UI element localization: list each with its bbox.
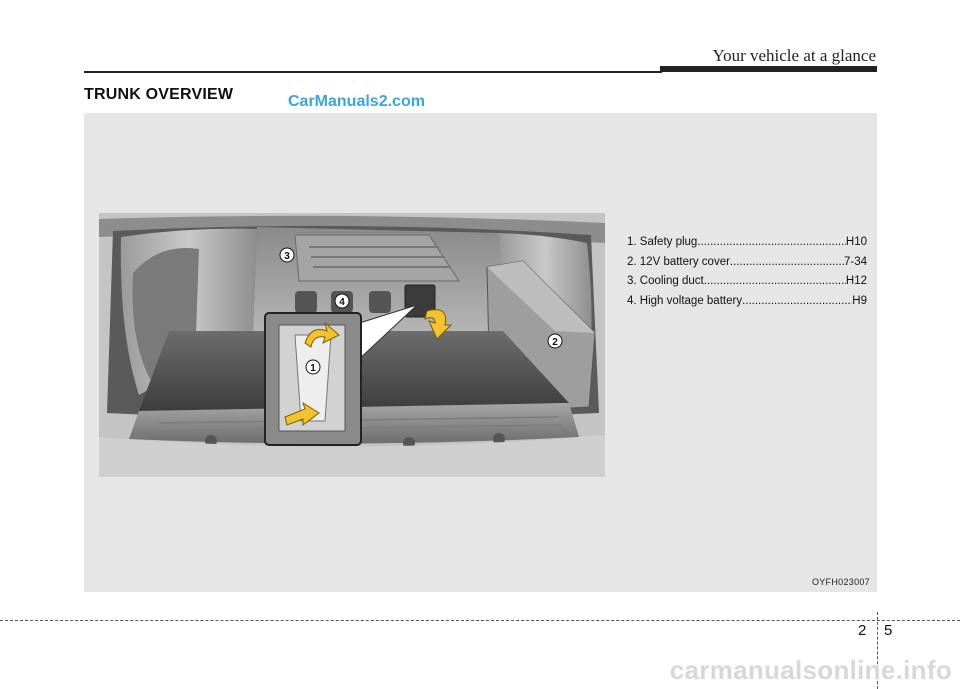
rear-bumper: [99, 435, 605, 477]
footer-dashed-line: [0, 620, 960, 621]
sill-bolt-right: [493, 433, 505, 445]
legend-item-leader: [697, 233, 846, 253]
legend-item-label: 3. Cooling duct: [627, 275, 704, 287]
header-rule-thick: [660, 66, 877, 72]
arrow-icon-lift: [304, 321, 340, 348]
callout-2: 2: [547, 333, 563, 349]
legend-item: 4. High voltage battery H9: [627, 292, 867, 312]
legend-item-ref: 7-34: [843, 255, 867, 268]
legend-item: 3. Cooling duct H12: [627, 272, 867, 292]
legend-item-label: 1. Safety plug: [627, 236, 698, 248]
legend-item-label: 2. 12V battery cover: [627, 255, 730, 268]
legend-item-label: 4. High voltage battery: [627, 294, 743, 307]
callout-4: 4: [334, 293, 350, 309]
chapter-number: 2: [858, 622, 867, 639]
callout-1: 1: [305, 359, 321, 375]
footer-page-separator: [877, 612, 878, 689]
svg-text:2: 2: [552, 337, 558, 348]
trunk-illustration: 1 2 3 4: [99, 213, 605, 477]
watermark-top[interactable]: CarManuals2.com: [288, 93, 425, 110]
callout-3: 3: [279, 247, 295, 263]
header-rule-thin: [84, 71, 662, 73]
back-vent-3: [369, 291, 391, 313]
svg-text:1: 1: [310, 363, 316, 374]
page-number: 5: [884, 622, 893, 639]
svg-text:3: 3: [284, 251, 290, 262]
battery-cover-top: [487, 261, 595, 333]
legend-item-leader: [704, 272, 846, 292]
legend-item-leader: [730, 253, 844, 273]
arrow-icon-pull: [284, 401, 320, 426]
legend-item-leader: [742, 292, 852, 312]
svg-text:4: 4: [339, 297, 345, 308]
section-title: TRUNK OVERVIEW: [84, 86, 234, 103]
legend: 1. Safety plug H10 2. 12V battery cover …: [627, 233, 867, 311]
safety-plug-handle: [294, 334, 332, 422]
legend-item: 2. 12V battery cover 7-34: [627, 253, 867, 273]
legend-item: 1. Safety plug H10: [627, 233, 867, 253]
arrow-icon-rotate: [424, 309, 453, 340]
watermark-bottom[interactable]: carmanualsonline.info: [669, 655, 952, 685]
cooling-duct-slats: [309, 246, 451, 268]
figure-code: OYFH023007: [811, 577, 870, 587]
legend-item-ref: H9: [852, 294, 867, 307]
header-title: Your vehicle at a glance: [712, 46, 877, 65]
back-vent-1: [295, 291, 317, 313]
legend-item-ref: H12: [845, 275, 867, 287]
legend-item-ref: H10: [845, 236, 867, 248]
